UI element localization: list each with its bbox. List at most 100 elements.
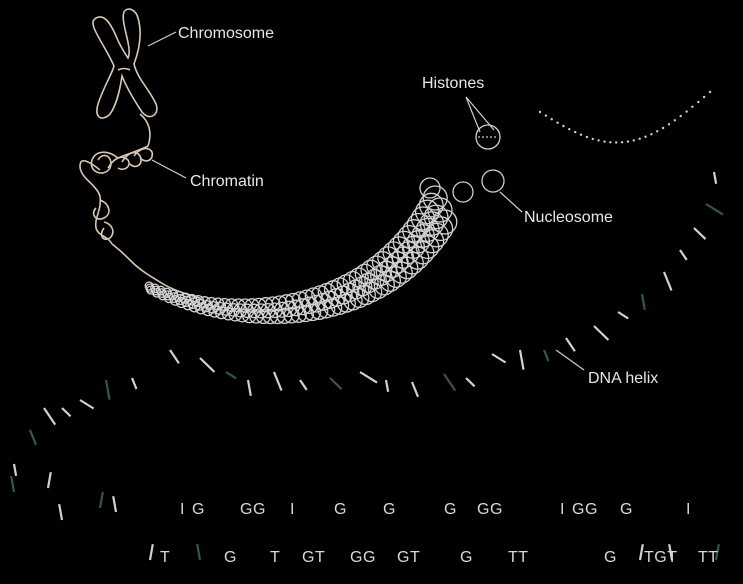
sequence-letter: G: [224, 549, 237, 566]
sequence-letter: I: [560, 501, 565, 518]
helix-backbone-dot: [656, 130, 659, 133]
sequence-letter: GG: [572, 501, 598, 518]
nucleosome-beads: [419, 169, 505, 203]
fiber-bead: [419, 229, 445, 254]
sequence-letter: TT: [698, 549, 719, 566]
fiber-bead: [355, 285, 376, 306]
sequence-letter: T: [270, 549, 280, 566]
sequence-letter: GT: [302, 549, 325, 566]
helix-backbone-dot: [609, 141, 612, 144]
helix-backbone-dot: [697, 100, 700, 104]
sequence-letter: I: [686, 501, 691, 518]
fiber-bead: [360, 259, 382, 281]
helix-backbone-dot: [620, 141, 624, 144]
base-pair-rung: [329, 377, 343, 390]
base-pair-rung: [693, 227, 707, 240]
fiber-bead: [361, 281, 383, 303]
helix-backbone-dot: [579, 133, 583, 136]
base-pair-rung: [593, 325, 610, 341]
helix-backbone-dot: [568, 128, 571, 131]
sequence-letter: G: [383, 501, 396, 518]
helix-backbone-dot: [673, 119, 676, 122]
sequence-letter: TT: [508, 549, 529, 566]
base-pair-rung: [28, 429, 38, 446]
base-pair-rung: [299, 379, 308, 391]
helix-backbone-dot: [644, 135, 647, 138]
helix-backbone-dot: [556, 121, 559, 124]
base-pair-rung: [384, 379, 390, 392]
histones-leader: [465, 96, 495, 131]
base-pair-rung: [518, 349, 525, 370]
base-sequence: I G GG I G G G GG I GG G I T G T GT GG G…: [160, 501, 719, 566]
base-pair-rung: [714, 544, 720, 561]
base-pair-rung: [443, 373, 457, 392]
fiber-bead: [379, 270, 402, 292]
helix-backbone-dot: [538, 110, 542, 114]
base-pair-rung: [61, 407, 72, 418]
sequence-letter: I: [290, 501, 295, 518]
sequence-letter: GG: [350, 549, 376, 566]
chromatin-label: Chromatin: [190, 173, 264, 190]
helix-backbone-dot: [597, 139, 600, 142]
base-pair-rung: [712, 171, 718, 184]
helix-backbone-dot: [585, 135, 589, 139]
base-pair-rung: [12, 463, 18, 476]
nucleosome-leader: [499, 191, 523, 213]
helix-backbone-dot: [679, 114, 682, 118]
fiber-bead: [422, 185, 448, 211]
base-pair-rung: [640, 293, 646, 310]
base-pair-rung: [98, 492, 104, 509]
base-pair-rung: [10, 476, 16, 493]
fiber-bead: [428, 216, 454, 242]
sequence-letter: TGT: [644, 549, 678, 566]
base-pair-rung: [246, 379, 252, 396]
chromosome-label: Chromosome: [178, 25, 274, 42]
chromosome-shape: [92, 8, 158, 119]
fiber-bead: [342, 270, 363, 291]
base-pair-rung: [199, 357, 216, 373]
helix-backbone-dot: [638, 137, 641, 140]
helix-backbone-dot: [626, 140, 630, 143]
dna-helix: [10, 90, 724, 561]
helix-backbone-dot: [708, 90, 712, 94]
fiber-bead: [367, 278, 389, 300]
helix-backbone-dot: [562, 124, 565, 128]
base-pair-rung: [668, 544, 674, 561]
base-pair-rung: [169, 349, 180, 364]
fiber-bead: [423, 204, 449, 230]
histones-leader: [465, 96, 481, 133]
helix-backbone-dot: [661, 126, 665, 130]
fiber-bead: [354, 263, 376, 285]
fiber-bead: [287, 299, 305, 317]
nucleosome-bead: [419, 177, 441, 199]
helix-backbone-dot: [667, 123, 671, 126]
fiber-bead: [290, 306, 307, 323]
fiber-bead: [427, 197, 453, 223]
chromatin-coil: [79, 113, 201, 299]
base-pair-rung: [491, 353, 507, 364]
sequence-letter: G: [334, 501, 347, 518]
base-pair-rung: [410, 381, 420, 398]
helix-backbone-dot: [650, 133, 653, 136]
sequence-letter: G: [620, 501, 633, 518]
fiber-bead: [358, 272, 379, 294]
base-pair-rung: [662, 271, 673, 291]
helix-backbone-dot: [702, 95, 706, 99]
base-pair-rung: [705, 203, 724, 216]
sequence-letter: G: [604, 549, 617, 566]
base-pair-rung: [196, 544, 202, 561]
helix-backbone-dot: [632, 139, 635, 142]
helix-backbone-dot: [544, 114, 548, 117]
base-pair-rung: [225, 371, 237, 380]
fiber-bead: [300, 296, 319, 315]
chromatin-leader: [151, 159, 187, 179]
helix-backbone-dot: [685, 110, 688, 113]
histone-octamer: [475, 124, 501, 150]
fiber-bead: [169, 295, 181, 306]
base-pair-rung: [104, 379, 111, 400]
sequence-letter: G: [460, 549, 473, 566]
base-pair-rung: [359, 371, 378, 384]
helix-backbone-dot: [603, 140, 606, 143]
fiber-bead: [424, 222, 449, 248]
